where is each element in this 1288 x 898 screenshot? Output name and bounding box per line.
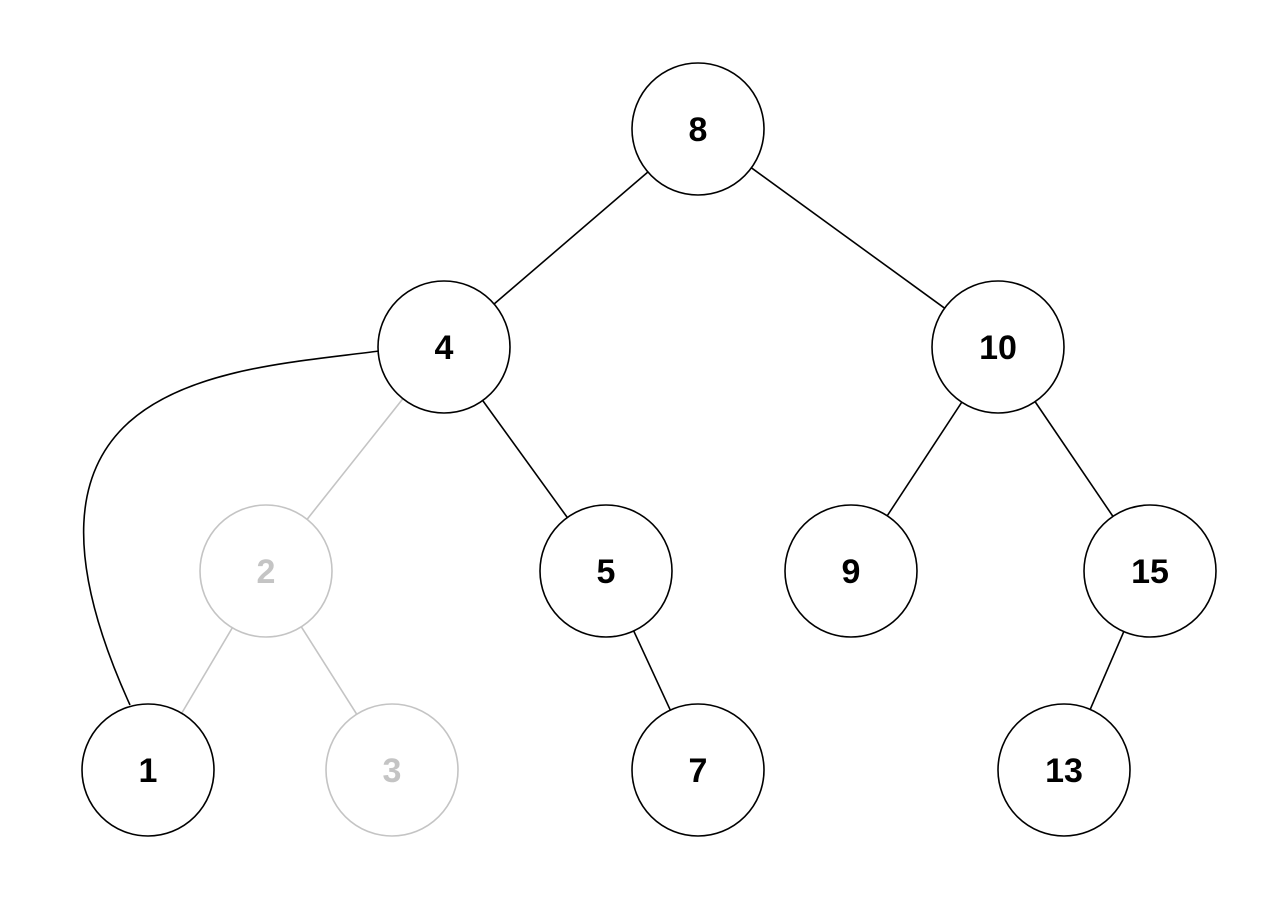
node-label-1: 1 [139, 752, 158, 790]
tree-node-10: 10 [931, 280, 1065, 414]
node-label-10: 10 [979, 329, 1017, 367]
node-label-4: 4 [435, 329, 454, 367]
tree-node-9: 9 [784, 504, 918, 638]
node-label-5: 5 [597, 553, 616, 591]
tree-node-13: 13 [997, 703, 1131, 837]
node-circle-7 [631, 703, 765, 837]
edge-4-to-1 [82, 350, 380, 706]
edge-4-to-5 [482, 400, 568, 518]
node-label-2: 2 [257, 553, 276, 591]
edge-8-to-4 [493, 171, 649, 305]
node-circle-4 [377, 280, 511, 414]
node-label-13: 13 [1045, 752, 1083, 790]
edge-10-to-15 [1034, 401, 1114, 517]
node-label-15: 15 [1131, 553, 1169, 591]
edge-15-to-13 [1089, 631, 1125, 710]
node-circle-10 [931, 280, 1065, 414]
node-circle-13 [997, 703, 1131, 837]
node-circle-2 [199, 504, 333, 638]
node-label-9: 9 [842, 553, 861, 591]
tree-node-7: 7 [631, 703, 765, 837]
tree-node-1: 1 [81, 703, 215, 837]
node-label-7: 7 [689, 752, 708, 790]
tree-node-5: 5 [539, 504, 673, 638]
edges-layer [82, 167, 1125, 715]
node-label-8: 8 [689, 111, 708, 149]
node-circle-1 [81, 703, 215, 837]
edge-10-to-9 [886, 401, 963, 517]
edge-2-to-1 [180, 627, 234, 714]
tree-node-3: 3 [325, 703, 459, 837]
tree-node-4: 4 [377, 280, 511, 414]
node-circle-5 [539, 504, 673, 638]
node-circle-8 [631, 62, 765, 196]
edge-5-to-7 [632, 630, 672, 711]
tree-node-8: 8 [631, 62, 765, 196]
node-circle-3 [325, 703, 459, 837]
tree-node-15: 15 [1083, 504, 1217, 638]
node-circle-15 [1083, 504, 1217, 638]
node-circle-9 [784, 504, 918, 638]
edge-4-to-2 [306, 398, 404, 520]
edge-2-to-3 [300, 626, 358, 715]
tree-node-2: 2 [199, 504, 333, 638]
node-label-3: 3 [383, 752, 402, 790]
edge-8-to-10 [750, 167, 946, 309]
